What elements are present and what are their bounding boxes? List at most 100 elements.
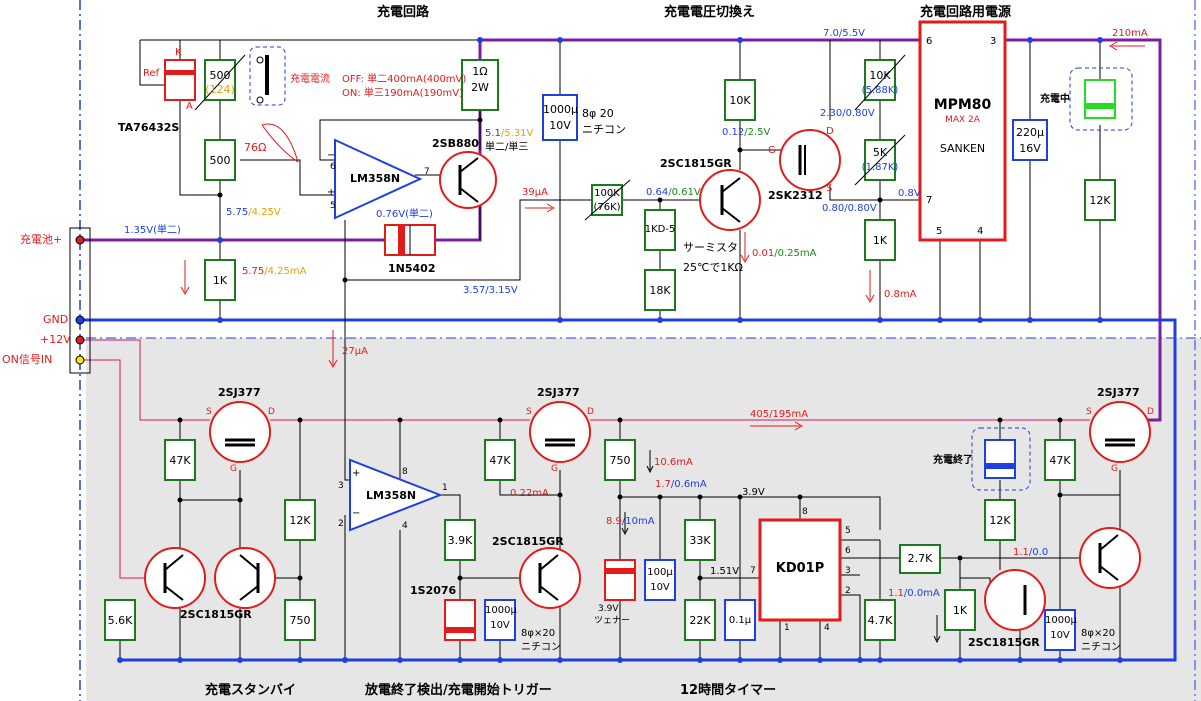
vr-arrows — [194, 54, 906, 221]
section-standby: 充電スタンバイ — [205, 683, 297, 698]
r1ohm-box — [461, 59, 499, 111]
note-11: 1.1 — [1013, 547, 1029, 558]
note-27ua: 27μA — [342, 346, 368, 357]
note-11b: 1.1 — [888, 588, 904, 599]
c1000c-note-b: ニチコン — [1081, 642, 1121, 653]
r12k-1-label: 12K — [289, 514, 311, 527]
mpm-pin7: 7 — [926, 195, 933, 206]
c1000-label: 1000μ — [543, 103, 578, 116]
c1000c-volt: 10V — [1050, 630, 1070, 641]
c1000c-note-a: 8φ×20 — [1081, 628, 1116, 639]
resistors — [104, 59, 1116, 641]
opb-pin4: 4 — [402, 521, 408, 531]
c1000b-volt: 10V — [490, 620, 510, 631]
c220-label: 220μ — [1016, 126, 1044, 139]
tr-r2 — [1079, 527, 1141, 589]
gnd-terminal[interactable] — [75, 315, 85, 325]
opb-minus-sign: − — [352, 508, 361, 519]
mpm80-body — [918, 20, 1007, 242]
fet-2sk2312 — [779, 129, 841, 191]
c1000c-label: 1000μ — [1045, 615, 1077, 626]
led-done-frame — [971, 427, 1031, 491]
power-rail — [480, 38, 1162, 422]
r27k-label: 2.7K — [907, 552, 933, 565]
c100-box — [644, 559, 676, 601]
note-425: /4.25V — [248, 207, 281, 218]
opb-pin8: 8 — [402, 467, 408, 477]
led-done-band — [985, 463, 1015, 469]
r1k-b-box — [864, 219, 896, 261]
note-076: 0.76V(単二) — [376, 209, 433, 220]
sj377-3-label: 2SJ377 — [1097, 386, 1140, 399]
ta-ref-label: Ref — [143, 68, 160, 79]
tr-2sc1815-top-label: 2SC1815GR — [660, 157, 732, 170]
r47k-4-label: 4.7K — [867, 614, 893, 627]
c1000b-note-a: 8φ×20 — [521, 628, 556, 639]
diode-1n5402-label: 1N5402 — [388, 262, 436, 275]
c1000-note-b: ニチコン — [582, 123, 626, 136]
section-timer: 12時間タイマー — [680, 683, 777, 698]
note-001: 0.01 — [752, 248, 775, 259]
tr-2sc1815-top — [699, 169, 761, 231]
note-080: 0.80/0.80V — [822, 203, 877, 214]
r1ohm-watt: 2W — [471, 81, 489, 94]
r10k-label: 10K — [729, 94, 751, 107]
mpm80-label: MPM80 — [933, 97, 992, 113]
c01-box — [724, 599, 756, 641]
note-230: 2.30/0.80V — [820, 108, 875, 119]
section-charge-circuit: 充電回路 — [377, 5, 430, 20]
note-575: 5.75 — [226, 207, 249, 218]
r500-box — [204, 139, 236, 181]
r12k-1-box — [284, 499, 316, 541]
note-575ma: 5.75 — [242, 266, 265, 277]
note-025ma: /0.25mA — [774, 248, 817, 259]
op-plus-sign: + — [327, 187, 336, 198]
plus12-wire — [80, 339, 210, 421]
c1000-box — [542, 94, 578, 141]
switch-contact-1 — [256, 56, 264, 64]
battery-terminal[interactable] — [75, 235, 85, 245]
op-pin6: 6 — [330, 162, 336, 172]
transistor-internals — [163, 145, 1135, 615]
r47k-1-box — [164, 439, 196, 481]
kd-pin4: 4 — [824, 623, 830, 633]
rail-plus12-label: +12V — [40, 333, 71, 346]
r47k-2-label: 47K — [489, 454, 511, 467]
op-pin5: 5 — [330, 201, 336, 211]
led-charging — [1084, 79, 1116, 119]
note-425ma: /4.25mA — [264, 266, 307, 277]
on-signal-terminal[interactable] — [75, 355, 85, 365]
note-151: 1.51V — [710, 566, 740, 577]
r47k-1-label: 47K — [169, 454, 191, 467]
fet-sj377-3 — [1089, 401, 1151, 463]
tr-2sb880 — [439, 151, 497, 209]
r47k-3-box — [1044, 439, 1076, 481]
tr-2sb880-label: 2SB880 — [432, 137, 479, 150]
switch-contact-2 — [256, 96, 264, 104]
zener-label-b: ツェナー — [594, 616, 631, 626]
vr10k-value: (5.88K) — [861, 85, 899, 96]
section-power-supply: 充電回路用電源 — [920, 5, 1012, 20]
kd-pin2: 2 — [845, 586, 851, 596]
ta76432s-label: TA76432S — [118, 121, 180, 134]
upper-wires — [139, 39, 1101, 470]
note-012: 0.12 — [722, 127, 745, 138]
note-10ma: /10mA — [621, 516, 655, 527]
kd-pin1: 1 — [784, 623, 790, 633]
note-210ma: 210mA — [1112, 28, 1148, 39]
sj1-s: S — [206, 407, 212, 417]
ta-a-label: A — [186, 101, 193, 112]
r33k-label: 33K — [689, 534, 711, 547]
section-trigger: 放電終了検出/充電開始トリガー — [365, 683, 552, 698]
lm358-top-label: LM358N — [350, 172, 401, 185]
transistors — [144, 129, 1151, 631]
current-arrows — [180, 41, 1145, 431]
thermistor-label-a: サーミスタ — [683, 241, 738, 254]
op-minus-sign: − — [327, 150, 336, 161]
plus12-terminal[interactable] — [75, 335, 85, 345]
sj3-s: S — [1086, 407, 1092, 417]
sj377-1-label: 2SJ377 — [218, 386, 261, 399]
r500-label: 500 — [209, 154, 231, 167]
r1k-c-box — [944, 589, 976, 631]
